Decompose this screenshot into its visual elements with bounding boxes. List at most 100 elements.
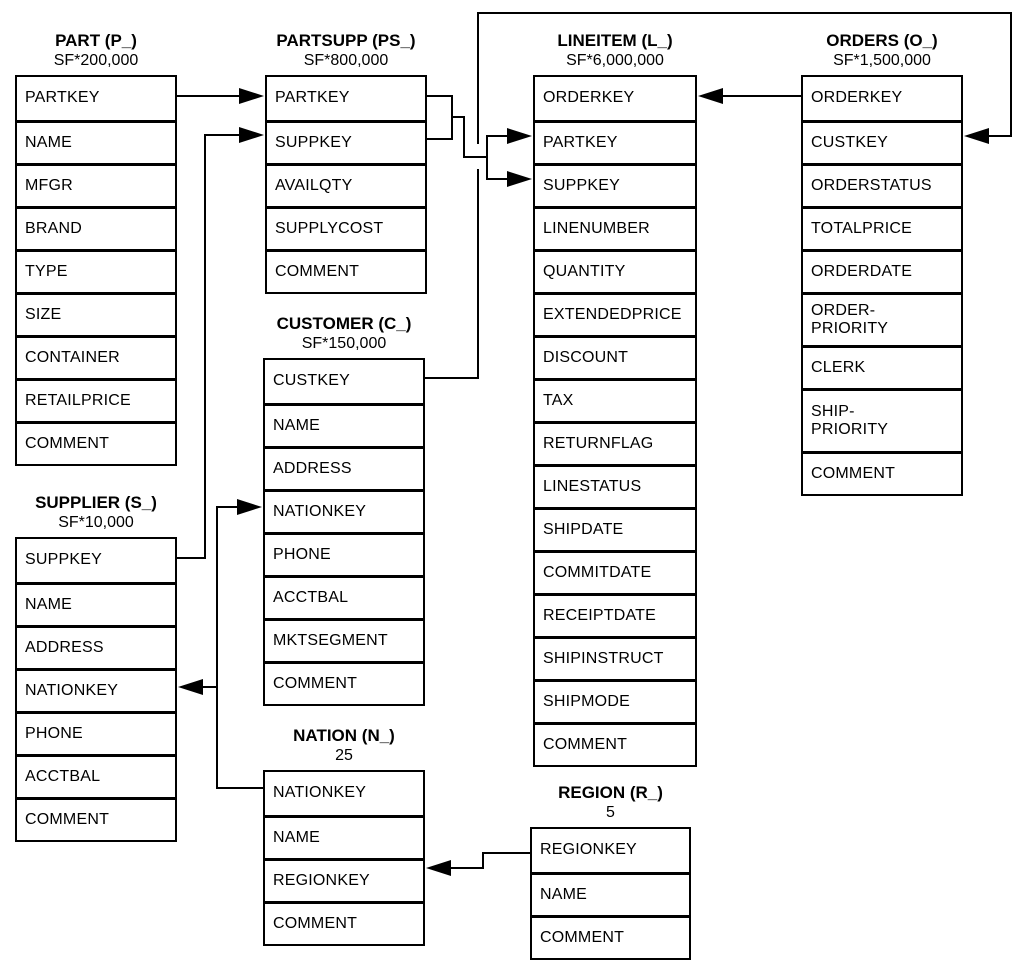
table-cardinality-label: SF*200,000	[53, 52, 139, 69]
table-title-orders: ORDERS (O_)SF*1,500,000	[776, 30, 988, 71]
connector-segment	[463, 116, 465, 158]
table-title-partsupp: PARTSUPP (PS_) SF*800,000	[240, 30, 452, 71]
table-cardinality-label: SF*6,000,000	[566, 52, 664, 69]
column-size: SIZE	[17, 292, 175, 335]
column-retailprice: RETAILPRICE	[17, 378, 175, 421]
column-comment: COMMENT	[267, 249, 425, 292]
column-custkey: CUSTKEY	[273, 372, 350, 390]
column-name: NAME	[17, 120, 175, 163]
table-name-label: PARTSUPP (PS_)	[276, 31, 416, 50]
column-comment: COMMENT	[265, 661, 423, 704]
table-name-label: CUSTOMER (C_)	[276, 314, 412, 333]
table-cardinality-label: SF*10,000	[58, 514, 134, 531]
connector-segment	[448, 867, 484, 869]
column-orderdate: ORDERDATE	[803, 249, 961, 292]
table-cardinality-label: 25	[335, 747, 353, 764]
connector-segment	[204, 134, 206, 559]
column-comment: COMMENT	[265, 901, 423, 944]
table-title-region: REGION (R_)5	[505, 782, 716, 823]
column-mktsegment: MKTSEGMENT	[265, 618, 423, 661]
column-name: NAME	[265, 403, 423, 446]
connector-segment	[486, 135, 510, 137]
table-cardinality-label: SF*800,000	[303, 52, 389, 69]
column-suppkey: SUPPKEY	[25, 551, 102, 569]
column-regionkey: REGIONKEY	[265, 858, 423, 901]
column-phone: PHONE	[17, 711, 175, 754]
table-name-label: NATION (N_)	[293, 726, 395, 745]
column-name: NAME	[532, 872, 689, 915]
table-name-label: PART (P_)	[55, 31, 137, 50]
arrowhead-icon	[964, 128, 989, 144]
column-receiptdate: RECEIPTDATE	[535, 593, 695, 636]
table-cardinality-label: 5	[606, 804, 615, 821]
column-order-priority: ORDER- PRIORITY	[803, 292, 961, 345]
column-brand: BRAND	[17, 206, 175, 249]
column-supplycost: SUPPLYCOST	[267, 206, 425, 249]
connector-segment	[216, 787, 264, 789]
column-comment: COMMENT	[17, 421, 175, 464]
arrowhead-icon	[698, 88, 723, 104]
column-address: ADDRESS	[265, 446, 423, 489]
arrowhead-icon	[237, 499, 262, 515]
column-comment: COMMENT	[532, 915, 689, 958]
arrowhead-icon	[507, 171, 532, 187]
column-nationkey: NATIONKEY	[273, 784, 367, 802]
arrowhead-icon	[239, 127, 264, 143]
connector-segment	[451, 116, 465, 118]
column-commitdate: COMMITDATE	[535, 550, 695, 593]
connector-segment	[477, 12, 1012, 14]
table-name-label: ORDERS (O_)	[826, 31, 938, 50]
column-comment: COMMENT	[535, 722, 695, 765]
column-mfgr: MFGR	[17, 163, 175, 206]
column-discount: DISCOUNT	[535, 335, 695, 378]
column-type: TYPE	[17, 249, 175, 292]
column-acctbal: ACCTBAL	[265, 575, 423, 618]
arrowhead-icon	[178, 679, 203, 695]
column-nationkey: NATIONKEY	[17, 668, 175, 711]
column-phone: PHONE	[265, 532, 423, 575]
connector-segment	[482, 852, 484, 869]
column-shipmode: SHIPMODE	[535, 679, 695, 722]
column-suppkey: SUPPKEY	[535, 163, 695, 206]
column-orderkey: ORDERKEY	[811, 89, 903, 107]
column-shipdate: SHIPDATE	[535, 507, 695, 550]
connector-segment	[426, 138, 453, 140]
connector-segment	[216, 506, 240, 508]
connector-segment	[463, 156, 488, 158]
column-returnflag: RETURNFLAG	[535, 421, 695, 464]
arrowhead-icon	[426, 860, 451, 876]
table-title-lineitem: LINEITEM (L_)SF*6,000,000	[508, 30, 722, 71]
connector-segment	[424, 377, 479, 379]
column-shipinstruct: SHIPINSTRUCT	[535, 636, 695, 679]
column-totalprice: TOTALPRICE	[803, 206, 961, 249]
column-comment: COMMENT	[803, 451, 961, 494]
column-custkey: CUSTKEY	[803, 120, 961, 163]
table-title-customer: CUSTOMER (C_) SF*150,000	[238, 313, 450, 354]
arrowhead-icon	[507, 128, 532, 144]
connector-segment	[482, 852, 531, 854]
column-orderkey: ORDERKEY	[543, 89, 635, 107]
table-cardinality-label: SF*150,000	[301, 335, 387, 352]
column-quantity: QUANTITY	[535, 249, 695, 292]
connector-segment	[200, 686, 218, 688]
column-nationkey: NATIONKEY	[265, 489, 423, 532]
connector-segment	[720, 95, 802, 97]
connector-segment	[176, 557, 206, 559]
connector-segment	[477, 12, 479, 144]
column-suppkey: SUPPKEY	[267, 120, 425, 163]
column-partkey: PARTKEY	[25, 89, 100, 107]
connector-segment	[176, 95, 242, 97]
column-extendedprice: EXTENDEDPRICE	[535, 292, 695, 335]
column-orderstatus: ORDERSTATUS	[803, 163, 961, 206]
table-name-label: SUPPLIER (S_)	[35, 493, 157, 512]
column-tax: TAX	[535, 378, 695, 421]
column-name: NAME	[17, 582, 175, 625]
